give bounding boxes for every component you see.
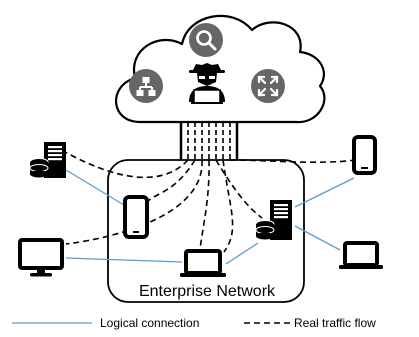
cloud-uplink-bundle — [179, 122, 239, 160]
hacker-icon — [189, 63, 225, 104]
server-icon-right — [255, 200, 292, 240]
real-traffic-flows — [57, 147, 356, 253]
logical-connections — [65, 169, 355, 265]
desktop-monitor-icon — [18, 238, 64, 277]
legend-logical-label: Logical connection — [100, 316, 199, 330]
legend: Logical connection Real traffic flow — [12, 316, 376, 330]
laptop-icon-inner — [180, 249, 226, 277]
search-icon — [189, 23, 223, 57]
expand-icon — [251, 69, 285, 103]
sitemap-icon — [129, 69, 163, 103]
laptop-icon-outer — [339, 241, 383, 269]
server-icon-left — [29, 142, 66, 178]
network-label: Enterprise Network — [139, 283, 276, 300]
legend-real-label: Real traffic flow — [294, 316, 376, 330]
smartphone-icon-outer — [352, 135, 377, 175]
smartphone-icon-inner — [123, 195, 149, 239]
